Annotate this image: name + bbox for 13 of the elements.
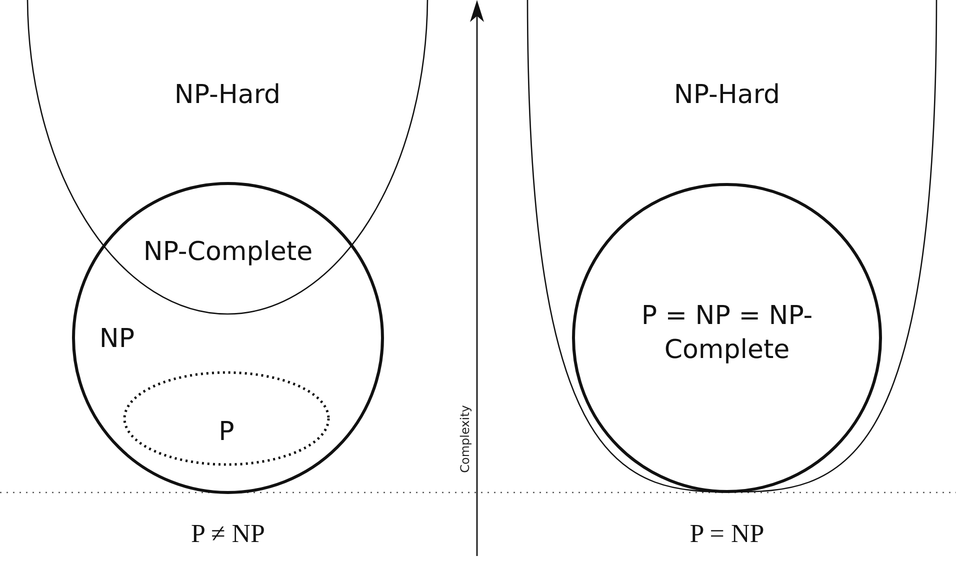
axis-label: Complexity bbox=[458, 404, 472, 475]
set-ellipse bbox=[572, 183, 882, 493]
set-region bbox=[527, 0, 937, 492]
caption-label: P = NP bbox=[688, 518, 766, 550]
intersection-label: NP-Complete bbox=[142, 236, 314, 269]
set-label: P = NP = NP-Complete bbox=[640, 300, 814, 367]
set-label: NP-Hard bbox=[672, 79, 782, 112]
set-ellipse bbox=[72, 182, 384, 494]
set-label: NP bbox=[98, 323, 136, 356]
set-label: P bbox=[218, 416, 236, 449]
set-label: NP-Hard bbox=[173, 79, 282, 112]
caption-label: P ≠ NP bbox=[190, 518, 266, 550]
set-ellipse bbox=[123, 371, 330, 466]
